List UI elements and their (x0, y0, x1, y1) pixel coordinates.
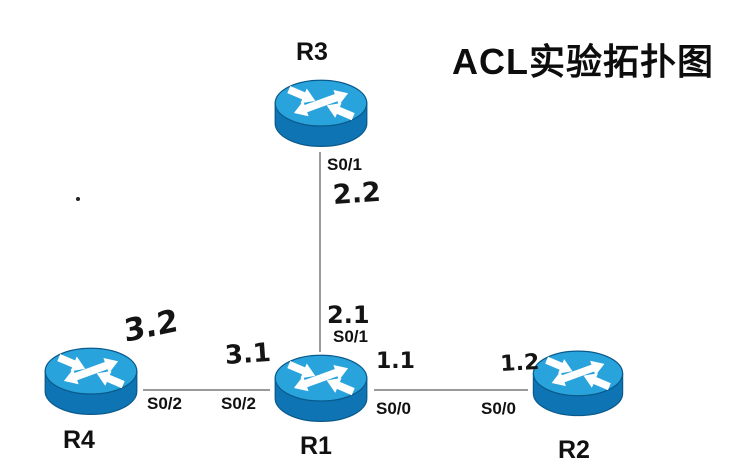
router-icon (527, 347, 629, 423)
ip-annotation-r1-side-s00: 1.1 (376, 349, 415, 374)
interface-label-r2-s00: S0/0 (481, 399, 516, 418)
node-r2[interactable] (527, 347, 629, 423)
ip-annotation-r2-side: 1.2 (499, 349, 540, 377)
node-label-r1: R1 (300, 432, 332, 460)
link-line-r1-r2 (374, 389, 528, 391)
interface-label-r4-s02: S0/2 (147, 394, 182, 413)
node-r1[interactable] (268, 351, 374, 429)
interface-label-r1-s02: S0/2 (221, 394, 256, 413)
interface-label-r1-s00: S0/0 (376, 399, 411, 418)
ip-annotation-r1-side-s01: 2.1 (327, 301, 370, 329)
node-label-r4: R4 (63, 426, 95, 454)
stray-pen-mark (76, 197, 80, 201)
node-label-r2: R2 (558, 436, 590, 464)
node-label-r3: R3 (296, 38, 328, 66)
node-r4[interactable] (38, 344, 144, 422)
link-line-r4-r1 (143, 389, 270, 391)
interface-label-r1-s01: S0/1 (333, 327, 368, 346)
ip-annotation-r4-side: 3.2 (122, 302, 180, 350)
router-icon (268, 351, 374, 429)
router-icon (270, 76, 372, 154)
ip-annotation-r1-side-s02: 3.1 (223, 337, 272, 371)
link-line-r3-r1 (319, 152, 321, 352)
diagram-title: ACL实验拓扑图 (452, 41, 714, 82)
node-r3[interactable] (270, 76, 372, 154)
interface-label-r3-s01: S0/1 (327, 155, 362, 174)
router-icon (38, 344, 144, 422)
ip-annotation-r3-side: 2.2 (331, 176, 382, 211)
